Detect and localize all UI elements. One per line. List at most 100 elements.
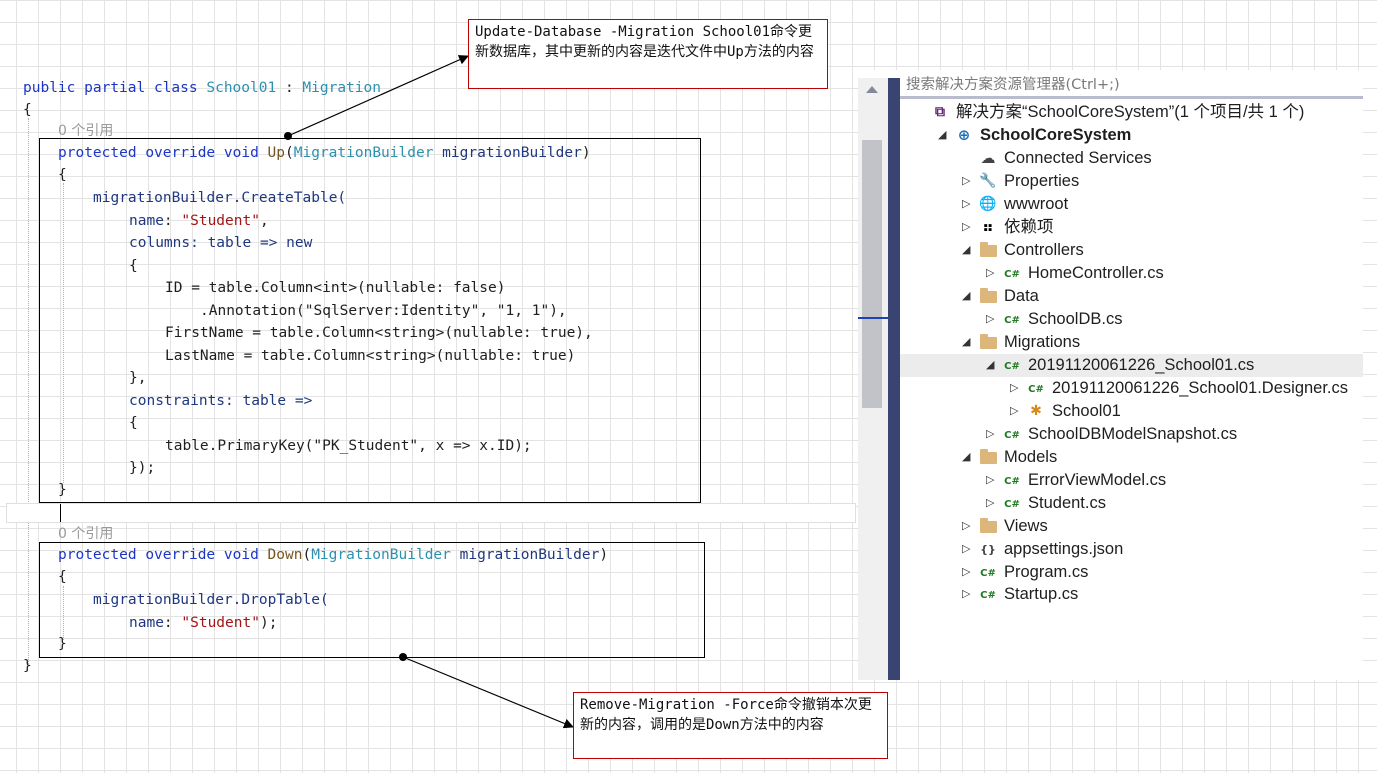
folder-icon <box>978 288 998 305</box>
tree-item[interactable]: ▷Views <box>900 515 1363 538</box>
name-arg: name: "Student"); <box>129 615 278 631</box>
dependencies-icon: ⠶ <box>982 218 994 236</box>
folder-icon <box>978 242 998 259</box>
up-method-signature: protected override void Up(MigrationBuil… <box>58 145 591 161</box>
tree-item[interactable]: ▷ C# ErrorViewModel.cs <box>900 469 1363 492</box>
collapse-triangle-icon[interactable]: ▷ <box>962 220 971 233</box>
expand-triangle-icon[interactable]: ◢ <box>962 243 971 256</box>
collapse-triangle-icon[interactable]: ▷ <box>962 519 971 532</box>
tree-item[interactable]: ⧉ 解决方案“SchoolCoreSystem”(1 个项目/共 1 个) <box>900 101 1363 124</box>
tree-item[interactable]: ◢⊕SchoolCoreSystem <box>900 124 1363 147</box>
tree-item[interactable]: ▷C#SchoolDB.cs <box>900 308 1363 331</box>
class-declaration: public partial class School01 : Migratio… <box>23 80 381 96</box>
tree-item[interactable]: ▷ ✱ School01 <box>900 400 1363 423</box>
name-arg: name: "Student", <box>129 213 269 229</box>
folder-icon <box>978 518 998 535</box>
arrow-to-update-callout <box>287 55 469 137</box>
tree-item[interactable]: ▷ C# SchoolDBModelSnapshot.cs <box>900 423 1363 446</box>
reference-count[interactable]: 0 个引用 <box>58 526 114 542</box>
class-icon: ✱ <box>1030 403 1042 419</box>
tree-item[interactable]: ☁Connected Services <box>900 147 1363 170</box>
up-method-box <box>39 138 701 503</box>
tree-item[interactable]: ▷C#Program.cs <box>900 561 1363 584</box>
indent-guide <box>63 586 64 640</box>
tree-item-label: ErrorViewModel.cs <box>1028 471 1167 489</box>
tree-item-label: Controllers <box>1004 241 1084 259</box>
tree-item-label: SchoolCoreSystem <box>980 126 1132 144</box>
collapse-triangle-icon[interactable]: ▷ <box>986 312 995 325</box>
tree-item-label: 解决方案“SchoolCoreSystem”(1 个项目/共 1 个) <box>956 103 1305 121</box>
brace: }); <box>129 460 156 476</box>
json-file-icon: {} <box>980 543 996 556</box>
collapse-triangle-icon[interactable]: ▷ <box>962 565 971 578</box>
tree-item-label: 20191120061226_School01.cs <box>1028 356 1255 374</box>
brace: }, <box>129 370 147 386</box>
tree-item[interactable]: ▷ ⠶ 依赖项 <box>900 216 1363 239</box>
create-table-call: migrationBuilder.CreateTable( <box>93 190 347 206</box>
update-database-callout: Update-Database -Migration School01命令更新数… <box>468 19 828 89</box>
tree-item[interactable]: ▷🔧Properties <box>900 170 1363 193</box>
lastname-column: LastName = table.Column<string>(nullable… <box>165 348 576 364</box>
search-placeholder: 搜索解决方案资源管理器(Ctrl+;) <box>906 77 1120 93</box>
expand-triangle-icon[interactable]: ◢ <box>962 289 971 302</box>
tree-item[interactable]: ◢C#20191120061226_School01.cs <box>900 354 1363 377</box>
brace: { <box>129 415 138 431</box>
csharp-file-icon: C# <box>1004 430 1020 441</box>
tree-item[interactable]: ◢Models <box>900 446 1363 469</box>
csharp-file-icon: C# <box>980 590 996 601</box>
code-editor[interactable]: public partial class School01 : Migratio… <box>0 0 860 773</box>
id-column: ID = table.Column<int>(nullable: false) <box>165 280 506 296</box>
tree-item-label: School01 <box>1052 402 1121 420</box>
tree-item[interactable]: ◢Migrations <box>900 331 1363 354</box>
collapse-triangle-icon[interactable]: ▷ <box>986 496 995 509</box>
csharp-file-icon: C# <box>980 568 996 579</box>
collapse-triangle-icon[interactable]: ▷ <box>962 587 971 600</box>
indent-guide <box>28 118 29 666</box>
panel-splitter[interactable] <box>888 78 900 680</box>
tree-item[interactable]: ▷C#20191120061226_School01.Designer.cs <box>900 377 1363 400</box>
wrench-icon: 🔧 <box>979 173 997 189</box>
solution-search-box[interactable]: 搜索解决方案资源管理器(Ctrl+;) <box>900 70 1363 99</box>
tree-item[interactable]: ◢Data <box>900 285 1363 308</box>
csharp-file-icon: C# <box>1004 269 1020 280</box>
scrollbar-thumb[interactable] <box>862 140 882 408</box>
drop-table-call: migrationBuilder.DropTable( <box>93 592 329 608</box>
scroll-up-arrow-icon[interactable] <box>866 86 878 93</box>
tree-item[interactable]: ◢ Controllers <box>900 239 1363 262</box>
collapse-triangle-icon[interactable]: ▷ <box>986 427 995 440</box>
tree-item-label: HomeController.cs <box>1028 264 1164 282</box>
class-close-brace: } <box>23 658 32 674</box>
collapse-triangle-icon[interactable]: ▷ <box>1010 404 1019 417</box>
solution-icon: ⧉ <box>935 104 945 120</box>
csharp-file-icon: C# <box>1004 476 1020 487</box>
csharp-file-icon: C# <box>1004 315 1020 326</box>
expand-triangle-icon[interactable]: ◢ <box>938 128 947 141</box>
down-method-box <box>39 542 705 658</box>
collapse-triangle-icon[interactable]: ▷ <box>962 197 971 210</box>
expand-triangle-icon[interactable]: ◢ <box>962 450 971 463</box>
tree-item-label: SchoolDBModelSnapshot.cs <box>1028 425 1238 443</box>
tree-item-label: wwwroot <box>1004 195 1069 213</box>
collapse-triangle-icon[interactable]: ▷ <box>1010 381 1019 394</box>
remove-migration-callout: Remove-Migration -Force命令撤销本次更新的内容，调用的是D… <box>573 692 888 759</box>
brace: { <box>58 167 67 183</box>
expand-triangle-icon[interactable]: ◢ <box>986 358 995 371</box>
tree-item[interactable]: ▷C#Student.cs <box>900 492 1363 515</box>
tree-item-label: 20191120061226_School01.Designer.cs <box>1052 379 1349 397</box>
collapse-triangle-icon[interactable]: ▷ <box>986 266 995 279</box>
current-line-highlight <box>6 503 856 523</box>
collapse-triangle-icon[interactable]: ▷ <box>986 473 995 486</box>
expand-triangle-icon[interactable]: ◢ <box>962 335 971 348</box>
folder-icon <box>978 334 998 351</box>
collapse-triangle-icon[interactable]: ▷ <box>962 174 971 187</box>
tree-item[interactable]: ▷C#Startup.cs <box>900 583 1363 606</box>
tree-item[interactable]: ▷ C# HomeController.cs <box>900 262 1363 285</box>
collapse-triangle-icon[interactable]: ▷ <box>962 542 971 555</box>
down-method-signature: protected override void Down(MigrationBu… <box>58 547 609 563</box>
firstname-column: FirstName = table.Column<string>(nullabl… <box>165 325 593 341</box>
tree-item[interactable]: ▷🌐wwwroot <box>900 193 1363 216</box>
tree-item-label: 依赖项 <box>1004 218 1054 236</box>
tree-item-label: appsettings.json <box>1004 540 1124 558</box>
tree-item[interactable]: ▷ {} appsettings.json <box>900 538 1363 561</box>
reference-count[interactable]: 0 个引用 <box>58 123 114 139</box>
